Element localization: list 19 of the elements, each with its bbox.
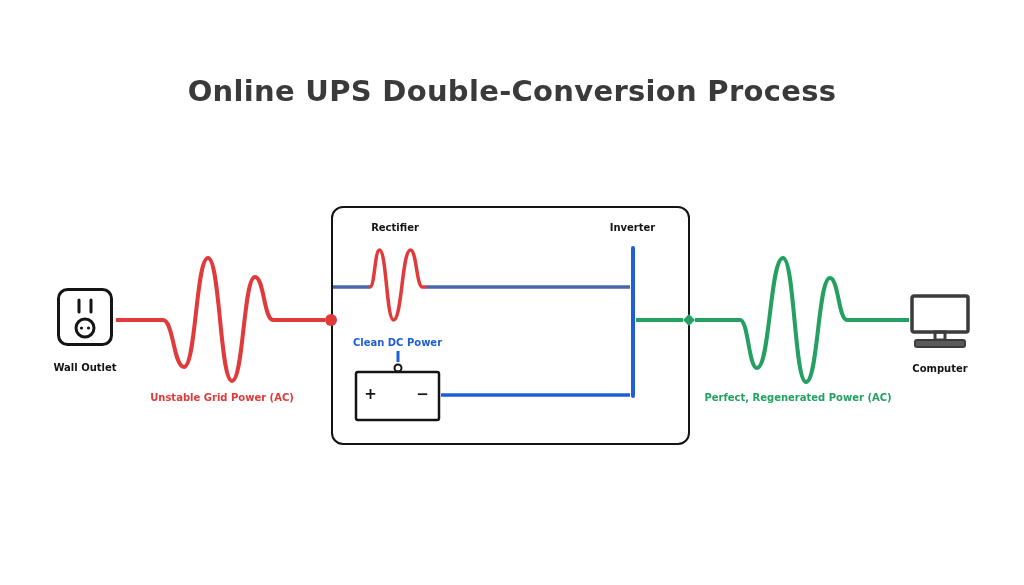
polarity-sign: − — [416, 384, 429, 403]
component-label: Inverter — [609, 221, 656, 234]
device-enclosure — [331, 206, 690, 445]
polarity-sign: + — [364, 384, 377, 403]
leader-line — [396, 351, 400, 362]
junction-dot-icon — [325, 314, 337, 326]
waveform-connector — [116, 256, 325, 383]
diagram-title: Online UPS Double-Conversion Process — [187, 74, 837, 109]
edge-label: Unstable Grid Power (AC) — [148, 392, 296, 404]
connector-line — [636, 318, 683, 322]
connector-line — [441, 393, 630, 397]
device-label: Computer — [912, 363, 968, 375]
annotation-label: Clean DC Power — [352, 336, 443, 349]
waveform-connector — [695, 256, 909, 384]
component-label: Rectifier — [371, 221, 419, 234]
edge-label: Perfect, Regenerated Power (AC) — [702, 392, 894, 404]
junction-diamond-icon — [683, 314, 695, 326]
device-label: Wall Outlet — [53, 362, 117, 374]
connector-line — [425, 285, 630, 289]
